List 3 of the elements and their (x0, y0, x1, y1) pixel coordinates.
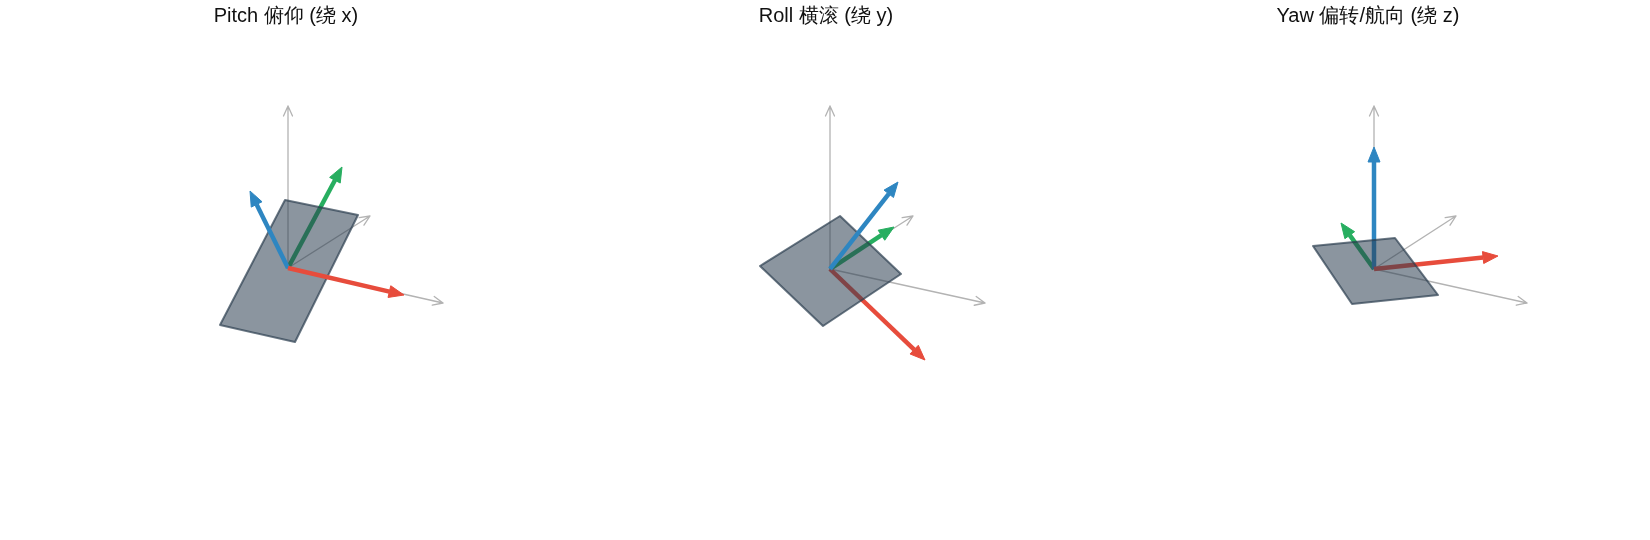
panel-title: Roll 横滚 (绕 y) (758, 3, 894, 28)
panel-title: Pitch 俯仰 (绕 x) (213, 3, 359, 28)
panel-title: Yaw 偏转/航向 (绕 z) (1276, 3, 1460, 28)
